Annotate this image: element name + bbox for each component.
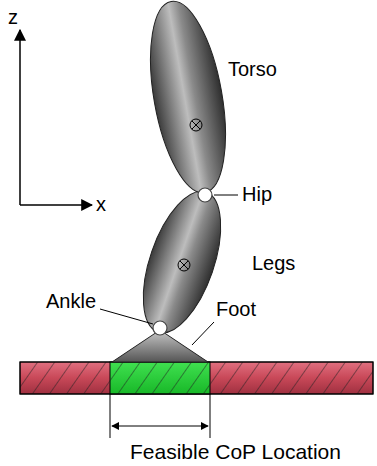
label-text: Legs xyxy=(252,252,295,274)
region-label: Feasible CoP Location xyxy=(130,440,341,463)
axis-label: z xyxy=(8,6,18,28)
part-label: Hip xyxy=(242,183,272,205)
cop-bracket xyxy=(110,394,210,438)
part-label: Torso xyxy=(228,58,277,80)
label-text: Torso xyxy=(228,58,277,80)
label-text: Foot xyxy=(216,298,256,320)
label-text: x xyxy=(96,193,106,215)
ankle-joint xyxy=(153,321,167,335)
ground xyxy=(20,362,373,394)
part-label: Legs xyxy=(252,252,295,274)
leader-lines xyxy=(100,195,238,345)
axis-label: x xyxy=(96,193,106,215)
torso-link xyxy=(138,0,239,198)
part-label: Foot xyxy=(216,298,256,320)
label-text: Ankle xyxy=(46,290,96,312)
label-text: Hip xyxy=(242,183,272,205)
label-text: z xyxy=(8,6,18,28)
axes xyxy=(20,30,92,205)
label-text: Feasible CoP Location xyxy=(130,440,341,463)
hip-joint xyxy=(198,188,212,202)
part-label: Ankle xyxy=(46,290,96,312)
